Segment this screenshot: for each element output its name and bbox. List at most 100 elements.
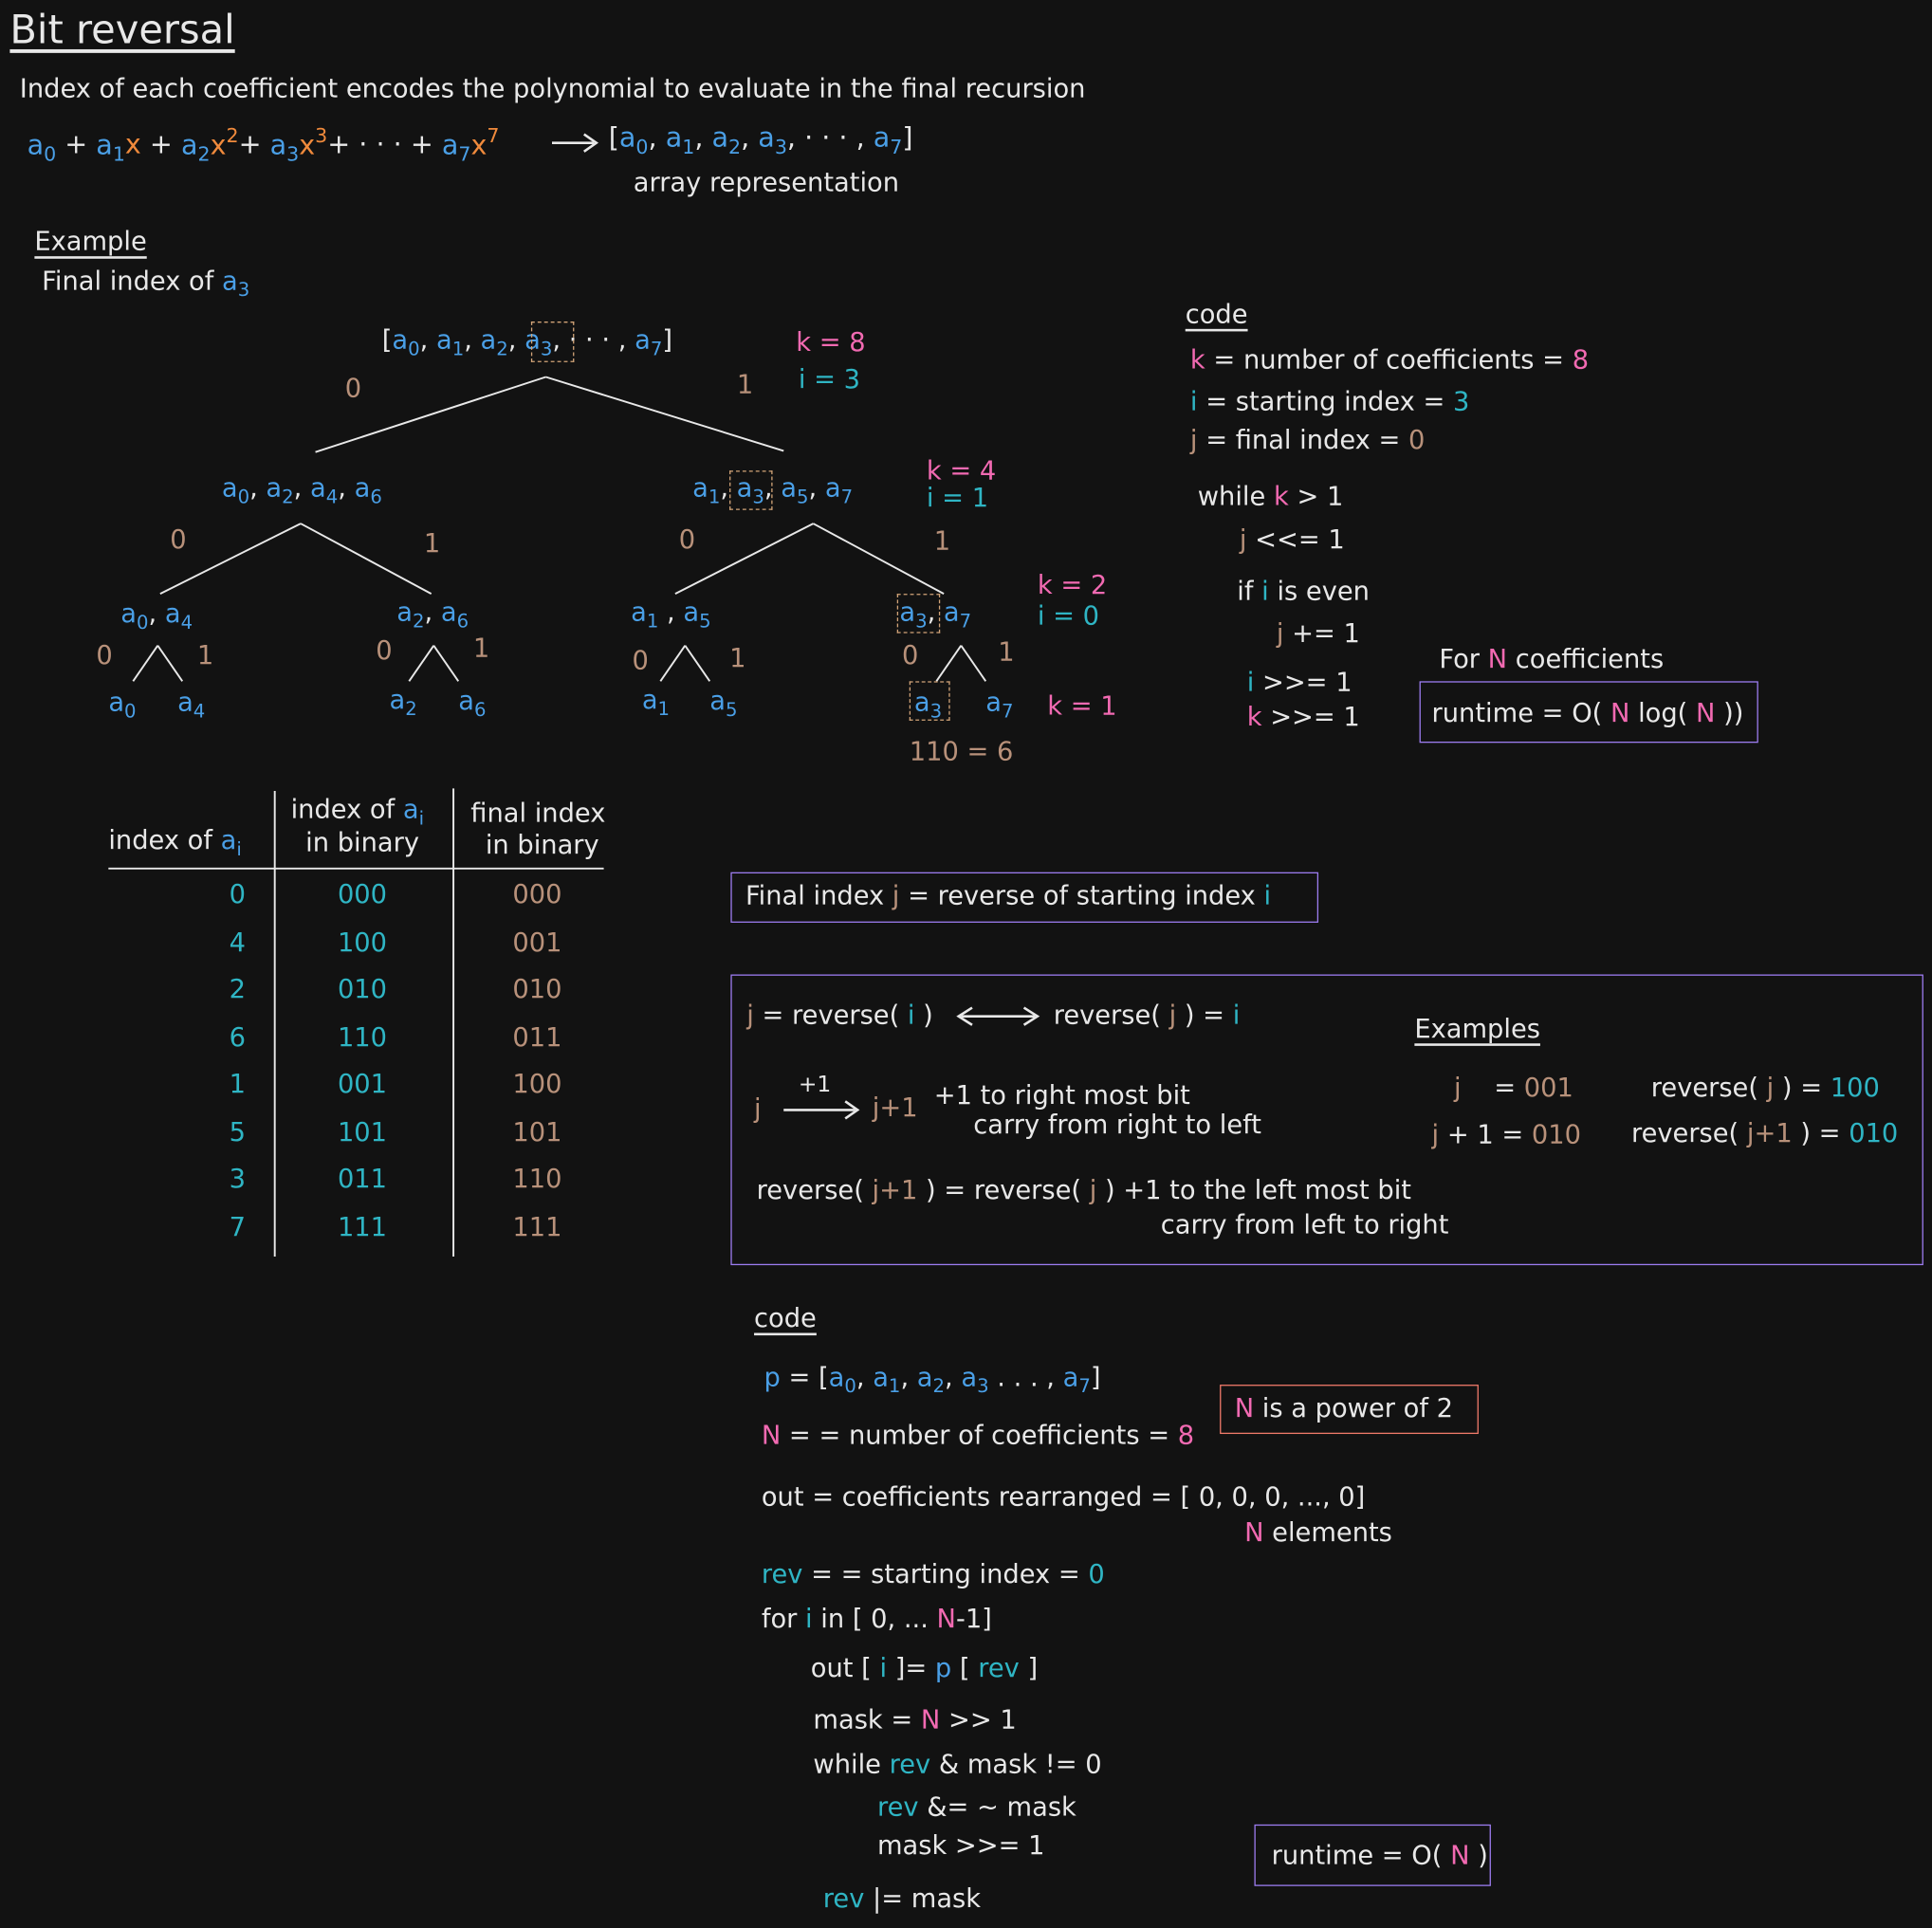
- branch-0-a: 0: [96, 640, 113, 670]
- k-label-2: k = 2: [1037, 570, 1108, 600]
- equiv-left: j = reverse( i ): [746, 1000, 933, 1030]
- table-cell: 111: [337, 1211, 388, 1241]
- code-rev-and: rev &= ~ mask: [876, 1792, 1076, 1823]
- branch-1-a: 1: [196, 640, 214, 670]
- leaf-a7: a7: [985, 687, 1014, 723]
- k-label-8: k = 8: [796, 327, 866, 358]
- leaf-a2: a2: [389, 685, 417, 720]
- code-for-line: for i in [ 0, ... N-1]: [761, 1604, 992, 1634]
- array-notation: [a0, a1, a2, a3, · · · , a7]: [608, 122, 913, 158]
- code-line-j: j = final index = 0: [1189, 425, 1426, 455]
- table-cell: 0: [229, 879, 247, 909]
- rule-j: j: [754, 1093, 762, 1124]
- final-index-of-label: Final index of a3: [42, 266, 250, 302]
- tree-even-node: a0, a2, a4, a6: [221, 472, 382, 508]
- example-rev-j-line: reverse( j ) = 100: [1650, 1073, 1880, 1103]
- table-cell: 010: [512, 974, 562, 1004]
- result-value: 110 = 6: [909, 736, 1014, 766]
- leaf-a5: a5: [709, 686, 738, 722]
- plus-one-label: +1: [798, 1072, 832, 1098]
- code-line-i: i = starting index = 3: [1189, 386, 1470, 417]
- runtime-nlogn-box: [1419, 681, 1758, 744]
- code-i-shift: i >>= 1: [1246, 668, 1352, 698]
- highlight-a3-leaf: [909, 681, 950, 721]
- polynomial: a0 + a1x + a2x2+ a3x3+ · · · + a7x7: [27, 122, 500, 166]
- rule2-line1: reverse( j+1 ) = reverse( j ) +1 to the …: [756, 1175, 1411, 1205]
- tree-odd-node: a1, a3, a5, a7: [692, 472, 854, 508]
- leaf-a4: a4: [177, 687, 206, 723]
- branch-1-even: 1: [423, 528, 441, 559]
- table-cell: 110: [512, 1164, 562, 1194]
- table-cell: 000: [337, 879, 388, 909]
- code-while: while k > 1: [1197, 481, 1344, 512]
- table-header-binary: index of ai: [290, 794, 425, 830]
- code-out-line: out = coefficients rearranged = [ 0, 0, …: [761, 1481, 1366, 1512]
- tree-node-a0-a4: a0, a4: [120, 598, 193, 634]
- branch-1-d: 1: [998, 636, 1015, 667]
- branch-0-c: 0: [632, 645, 649, 675]
- example-rev-j1-line: reverse( j+1 ) = 010: [1631, 1118, 1899, 1148]
- table-cell: 4: [229, 927, 247, 957]
- table-header-final-line2: in binary: [485, 830, 599, 860]
- code-p-line: p = [a0, a1, a2, a3 . . . , a7]: [764, 1362, 1101, 1398]
- table-cell: 101: [337, 1116, 388, 1147]
- code-rev-line: rev = = starting index = 0: [761, 1559, 1105, 1589]
- table-cell: 7: [229, 1211, 247, 1241]
- branch-1-root: 1: [736, 369, 754, 399]
- tree-root: [a0, a1, a2, a3, · · · , a7]: [381, 324, 672, 360]
- runtime-n: runtime = O( N ): [1271, 1840, 1488, 1870]
- code-assign-line: out [ i ]= p [ rev ]: [810, 1653, 1039, 1683]
- code-top-heading: code: [1185, 299, 1248, 329]
- i-label-3: i = 3: [798, 364, 860, 395]
- table-cell: 1: [229, 1069, 247, 1099]
- tree-node-a2-a6: a2, a6: [396, 597, 469, 633]
- example-heading: Example: [34, 227, 147, 257]
- code-j-shift: j <<= 1: [1239, 524, 1345, 555]
- equiv-right: reverse( j ) = i: [1053, 1000, 1241, 1030]
- table-cell: 011: [512, 1021, 562, 1052]
- table-cell: 001: [512, 927, 562, 957]
- rule1-line1: +1 to right most bit: [933, 1080, 1190, 1111]
- code-j-add: j += 1: [1276, 618, 1360, 649]
- reverse-box: [730, 974, 1923, 1266]
- code-if: if i is even: [1237, 576, 1370, 607]
- table-cell: 001: [337, 1069, 388, 1099]
- k-label-1: k = 1: [1047, 690, 1117, 721]
- highlight-a3-level1: [729, 470, 773, 510]
- power-of-two-box: [1220, 1385, 1479, 1435]
- highlight-a3-level2: [896, 594, 941, 633]
- branch-0-even: 0: [170, 524, 187, 555]
- table-cell: 3: [229, 1164, 247, 1194]
- table-header-index: index of ai: [108, 825, 242, 861]
- table-cell: 5: [229, 1116, 247, 1147]
- code-mask-line: mask = N >> 1: [813, 1704, 1017, 1735]
- branch-0-root: 0: [344, 373, 362, 403]
- table-cell: 111: [512, 1211, 562, 1241]
- branch-1-odd: 1: [933, 525, 951, 556]
- code-mask-shift: mask >>= 1: [876, 1830, 1045, 1861]
- final-index-box: [730, 872, 1319, 923]
- runtime-n-box: [1254, 1824, 1491, 1886]
- code-bottom-heading: code: [754, 1303, 817, 1333]
- final-index-statement: Final index j = reverse of starting inde…: [745, 880, 1272, 910]
- table-header-final: final index: [470, 798, 606, 828]
- rule1-line2: carry from right to left: [973, 1110, 1261, 1140]
- branch-0-d: 0: [901, 640, 919, 670]
- tree-node-a3-a7: a3, a7: [899, 597, 972, 633]
- example-j-line: j = 001: [1453, 1073, 1573, 1103]
- rule2-line2: carry from left to right: [1160, 1209, 1449, 1239]
- highlight-a3-root: [530, 321, 575, 362]
- rule-j-plus-1: j+1: [872, 1093, 918, 1123]
- table-cell: 110: [337, 1021, 388, 1052]
- code-line-k: k = number of coefficients = 8: [1189, 344, 1590, 375]
- leaf-a3: a3: [913, 687, 943, 723]
- code-rev-or: rev |= mask: [822, 1883, 982, 1914]
- leaf-a6: a6: [458, 686, 487, 722]
- examples-heading: Examples: [1414, 1014, 1540, 1044]
- runtime-nlogn: runtime = O( N log( N )): [1431, 698, 1744, 728]
